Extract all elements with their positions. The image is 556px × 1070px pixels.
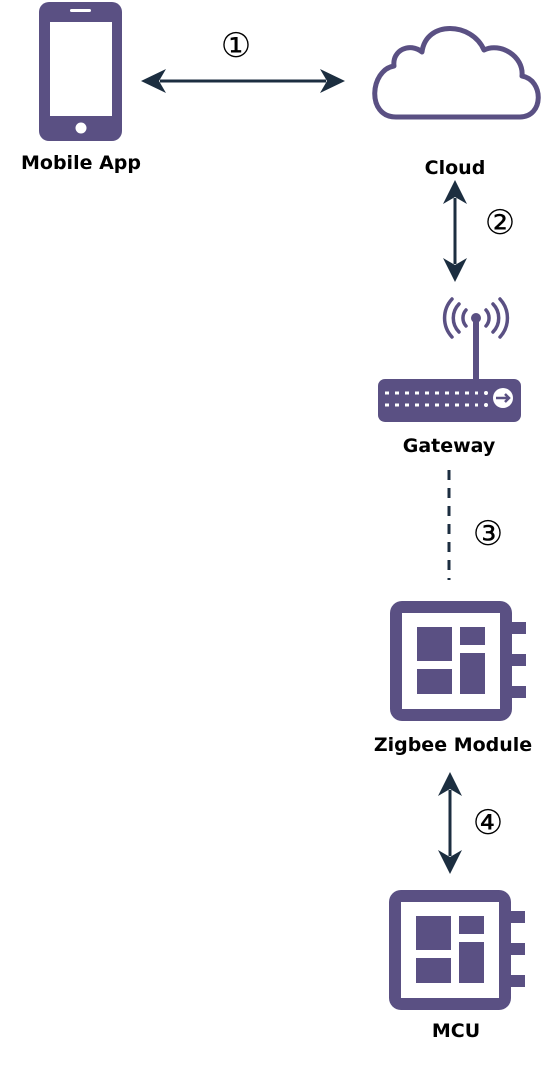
link-cloud-gateway: ② [443,180,515,282]
mobile-app-node: Mobile App [21,2,141,174]
link-gateway-zigbee: ③ [447,470,503,580]
arrowhead-up-icon [438,772,462,796]
cloud-node: Cloud [372,26,541,179]
chip-module-icon [389,890,525,1010]
arrowhead-right-icon [320,69,345,93]
link-marker-3: ③ [473,514,503,554]
cloud-label: Cloud [425,157,486,179]
mcu-node: MCU [389,890,525,1042]
link-marker-4: ④ [473,803,503,843]
link-mobile-cloud: ① [141,26,345,93]
chip-module-icon [390,601,526,721]
arrowhead-down-icon [443,258,467,282]
mobile-app-label: Mobile App [21,152,141,174]
arrowhead-down-icon [438,850,462,874]
gateway-label: Gateway [403,435,496,457]
link-marker-1: ① [221,26,251,66]
cloud-icon [372,26,541,120]
link-marker-2: ② [485,203,515,243]
link-zigbee-mcu: ④ [438,772,503,874]
arrowhead-left-icon [141,69,166,93]
zigbee-module-node: Zigbee Module [374,601,532,756]
smartphone-icon [39,2,122,141]
wireless-router-icon [378,297,521,422]
arrowhead-up-icon [443,180,467,204]
mcu-label: MCU [432,1020,480,1042]
zigbee-module-label: Zigbee Module [374,734,532,756]
gateway-node: Gateway [378,297,521,457]
